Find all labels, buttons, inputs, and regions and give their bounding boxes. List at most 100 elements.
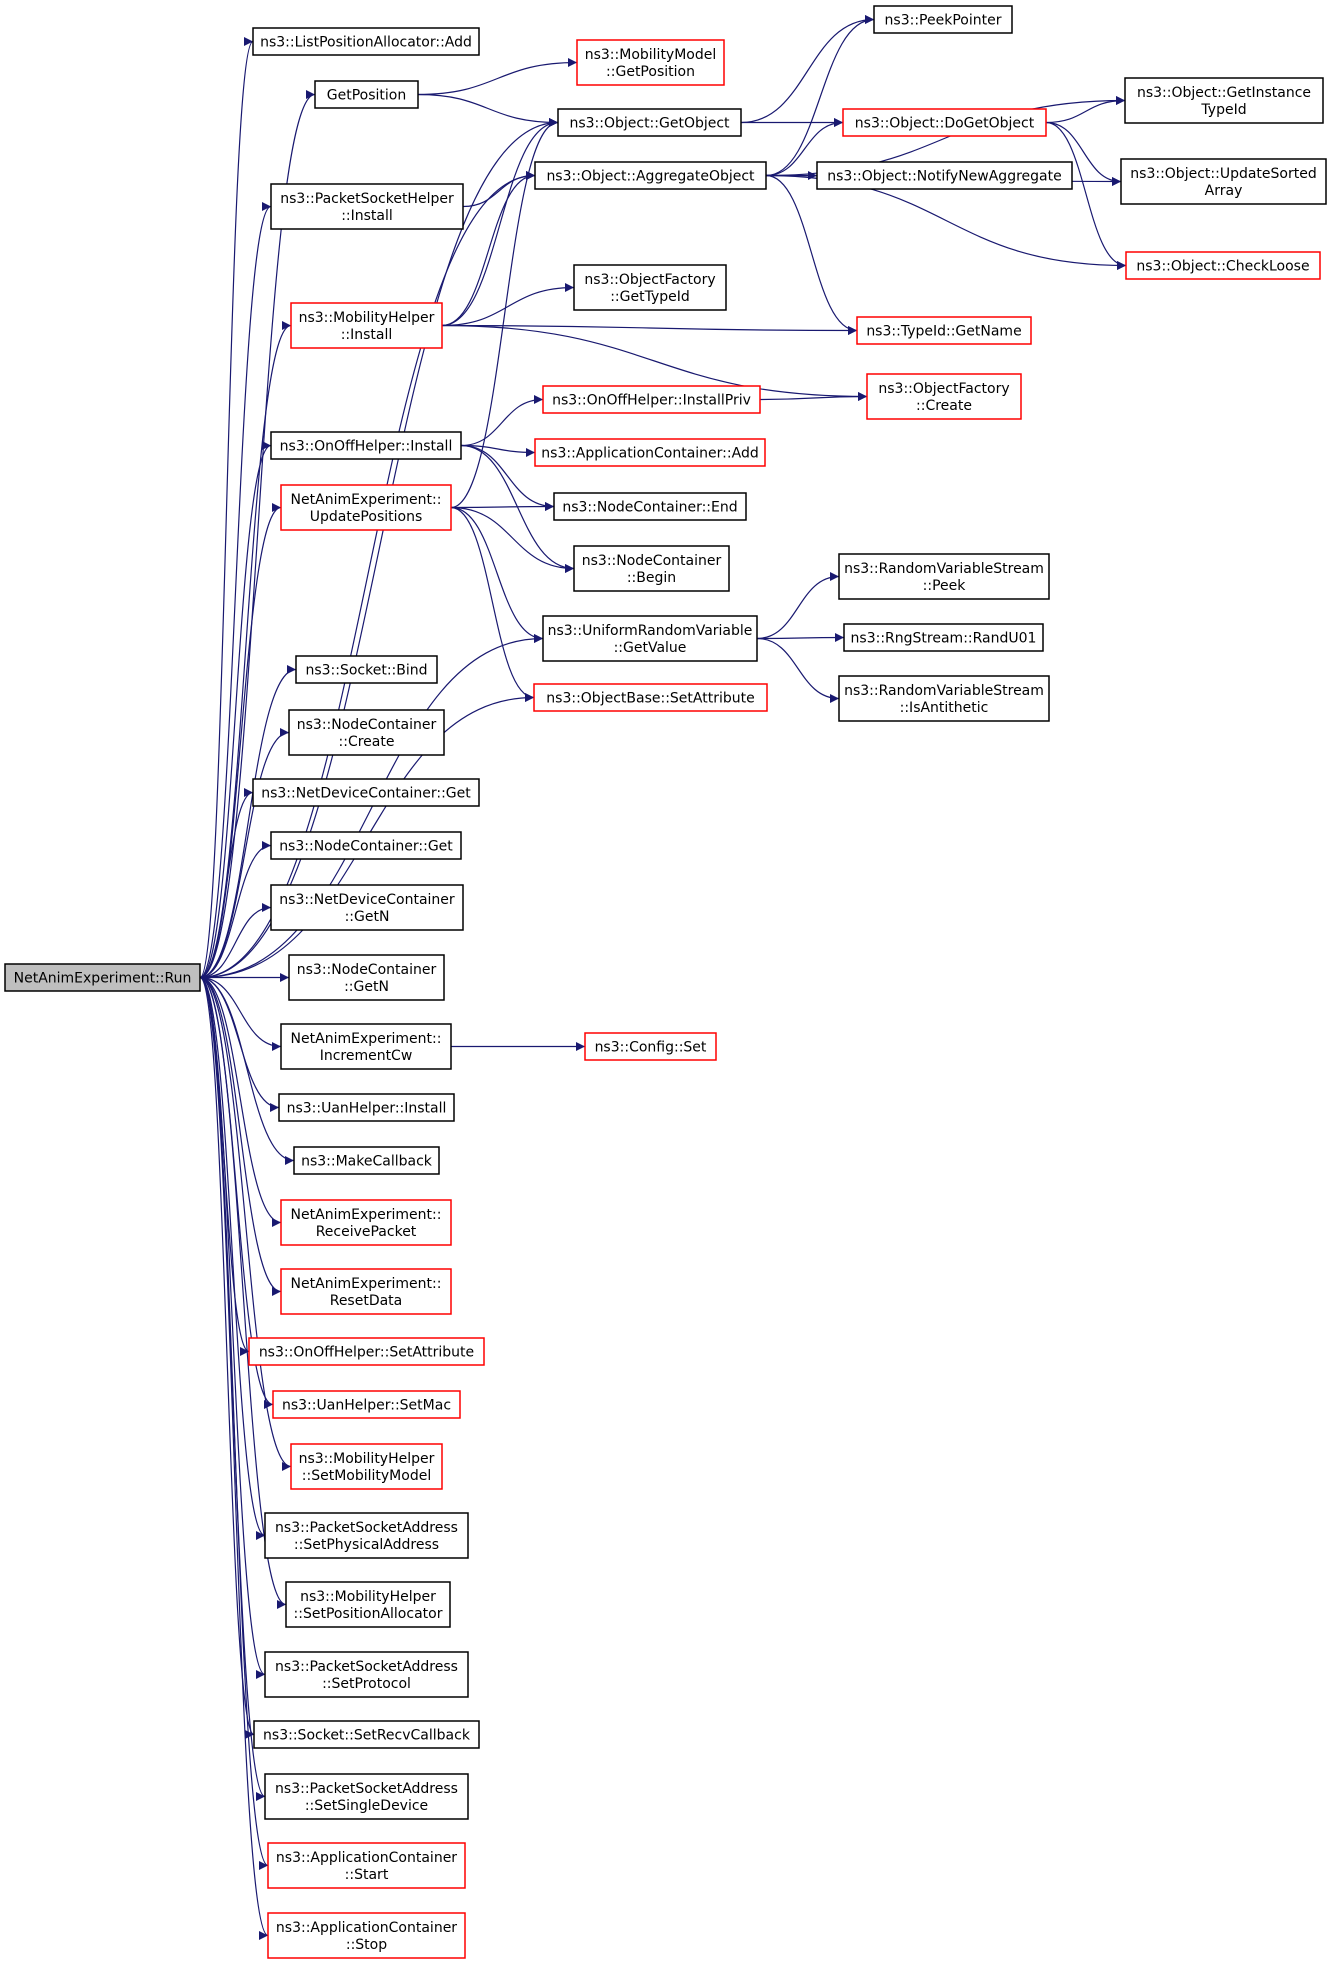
node-appcont_stop[interactable]: ns3::ApplicationContainer::Stop bbox=[267, 1912, 466, 1959]
node-mh_setmobmodel[interactable]: ns3::MobilityHelper::SetMobilityModel bbox=[290, 1443, 443, 1490]
node-getpos[interactable]: GetPosition bbox=[314, 80, 419, 109]
node-label: ns3::ObjectBase::SetAttribute bbox=[546, 691, 754, 707]
node-nae_inccw[interactable]: NetAnimExperiment::IncrementCw bbox=[280, 1023, 452, 1070]
node-box bbox=[542, 385, 761, 414]
node-label: ::SetProtocol bbox=[322, 1676, 411, 1692]
node-label: ns3::NetDeviceContainer bbox=[279, 892, 455, 908]
node-label: ns3::Object::GetInstance bbox=[1137, 85, 1311, 101]
call-edge-root-to-psa_setphys bbox=[199, 976, 266, 1540]
node-socket_setrecv[interactable]: ns3::Socket::SetRecvCallback bbox=[253, 1720, 480, 1749]
node-box bbox=[288, 709, 445, 756]
node-peekpointer[interactable]: ns3::PeekPointer bbox=[873, 5, 1013, 34]
node-root: NetAnimExperiment::Run bbox=[4, 963, 201, 992]
node-checkloose[interactable]: ns3::Object::CheckLoose bbox=[1125, 251, 1321, 280]
call-edge-dogetobject-to-getinstancetypeid bbox=[1045, 96, 1126, 124]
node-appcont_start[interactable]: ns3::ApplicationContainer::Start bbox=[267, 1842, 466, 1889]
node-mm_getpos[interactable]: ns3::MobilityModel::GetPosition bbox=[576, 39, 725, 86]
node-label: ::SetSingleDevice bbox=[305, 1798, 428, 1814]
node-rvs_peek[interactable]: ns3::RandomVariableStream::Peek bbox=[838, 553, 1050, 600]
node-uan_install[interactable]: ns3::UanHelper::Install bbox=[278, 1093, 455, 1122]
node-of_create[interactable]: ns3::ObjectFactory::Create bbox=[866, 373, 1022, 420]
node-appcont_add[interactable]: ns3::ApplicationContainer::Add bbox=[534, 438, 766, 467]
call-edge-dogetobject-to-checkloose bbox=[1045, 121, 1127, 270]
node-rng_randu01[interactable]: ns3::RngStream::RandU01 bbox=[843, 623, 1044, 652]
node-label: ns3::MobilityHelper bbox=[299, 310, 435, 326]
node-label: NetAnimExperiment:: bbox=[291, 492, 442, 508]
node-nc_end[interactable]: ns3::NodeContainer::End bbox=[553, 492, 747, 521]
node-label: ns3::Object::UpdateSorted bbox=[1130, 166, 1316, 182]
node-label: ::Create bbox=[916, 398, 972, 414]
node-config_set[interactable]: ns3::Config::Set bbox=[584, 1032, 717, 1061]
node-nae_recvpkt[interactable]: NetAnimExperiment::ReceivePacket bbox=[280, 1199, 452, 1246]
node-box bbox=[542, 615, 758, 662]
node-box bbox=[873, 5, 1013, 34]
node-dogetobject[interactable]: ns3::Object::DoGetObject bbox=[842, 108, 1047, 137]
call-edge-root-to-lpa_add bbox=[199, 37, 254, 979]
node-ndc_get[interactable]: ns3::NetDeviceContainer::Get bbox=[252, 778, 480, 807]
node-notifynew[interactable]: ns3::Object::NotifyNewAggregate bbox=[816, 161, 1073, 190]
node-onoff_installpriv[interactable]: ns3::OnOffHelper::InstallPriv bbox=[542, 385, 761, 414]
node-label: NetAnimExperiment::Run bbox=[14, 971, 192, 987]
node-makecallback[interactable]: ns3::MakeCallback bbox=[293, 1146, 440, 1175]
node-nc_create[interactable]: ns3::NodeContainer::Create bbox=[288, 709, 445, 756]
call-edge-aggregate-to-typeid_getname bbox=[765, 174, 858, 335]
node-aggregate[interactable]: ns3::Object::AggregateObject bbox=[534, 161, 767, 190]
node-nc_getn[interactable]: ns3::NodeContainer::GetN bbox=[288, 954, 445, 1001]
node-typeid_getname[interactable]: ns3::TypeId::GetName bbox=[856, 316, 1032, 345]
node-obj_getobject[interactable]: ns3::Object::GetObject bbox=[557, 108, 742, 137]
node-psa_setsingle[interactable]: ns3::PacketSocketAddress::SetSingleDevic… bbox=[264, 1773, 469, 1820]
node-box bbox=[842, 108, 1047, 137]
node-box bbox=[533, 683, 768, 712]
node-lpa_add[interactable]: ns3::ListPositionAllocator::Add bbox=[252, 27, 480, 56]
node-nae_resetdata[interactable]: NetAnimExperiment::ResetData bbox=[280, 1268, 452, 1315]
node-box bbox=[285, 1581, 451, 1628]
node-box bbox=[280, 1199, 452, 1246]
call-edge-onoff_installpriv-to-of_create bbox=[759, 392, 868, 402]
node-label: TypeId bbox=[1200, 102, 1246, 118]
node-box bbox=[293, 1146, 440, 1175]
node-box bbox=[264, 1512, 469, 1559]
node-label: ::SetPositionAllocator bbox=[294, 1606, 443, 1622]
node-objbase_setattr[interactable]: ns3::ObjectBase::SetAttribute bbox=[533, 683, 768, 712]
call-edge-root-to-mh_setposalloc bbox=[199, 976, 287, 1609]
node-label: ns3::Config::Set bbox=[595, 1040, 707, 1056]
node-box bbox=[838, 675, 1050, 722]
node-mh_setposalloc[interactable]: ns3::MobilityHelper::SetPositionAllocato… bbox=[285, 1581, 451, 1628]
node-of_gettypeid[interactable]: ns3::ObjectFactory::GetTypeId bbox=[573, 264, 727, 311]
node-box bbox=[314, 80, 419, 109]
node-box bbox=[280, 1268, 452, 1315]
node-nc_begin[interactable]: ns3::NodeContainer::Begin bbox=[573, 545, 730, 592]
node-label: ns3::PacketSocketAddress bbox=[275, 1781, 458, 1797]
call-edge-mh_install-to-of_gettypeid bbox=[441, 283, 575, 327]
node-psa_setproto[interactable]: ns3::PacketSocketAddress::SetProtocol bbox=[264, 1651, 469, 1698]
node-urv_getvalue[interactable]: ns3::UniformRandomVariable::GetValue bbox=[542, 615, 758, 662]
node-label: ns3::UanHelper::SetMac bbox=[282, 1398, 451, 1414]
node-uan_setmac[interactable]: ns3::UanHelper::SetMac bbox=[272, 1390, 461, 1419]
node-box bbox=[553, 492, 747, 521]
node-psa_setphys[interactable]: ns3::PacketSocketAddress::SetPhysicalAdd… bbox=[264, 1512, 469, 1559]
node-box bbox=[4, 963, 201, 992]
call-edge-root-to-nc_create bbox=[199, 728, 290, 979]
node-ndc_getn[interactable]: ns3::NetDeviceContainer::GetN bbox=[270, 884, 464, 931]
node-nae_updatepos[interactable]: NetAnimExperiment::UpdatePositions bbox=[280, 484, 452, 531]
node-label: ::GetValue bbox=[614, 640, 687, 656]
call-edge-root-to-nae_recvpkt bbox=[199, 976, 282, 1227]
node-label: ns3::Object::NotifyNewAggregate bbox=[827, 169, 1061, 185]
node-label: UpdatePositions bbox=[310, 509, 423, 525]
node-socket_bind[interactable]: ns3::Socket::Bind bbox=[295, 655, 438, 684]
node-label: NetAnimExperiment:: bbox=[291, 1031, 442, 1047]
node-label: ReceivePacket bbox=[316, 1224, 417, 1240]
node-nc_get[interactable]: ns3::NodeContainer::Get bbox=[270, 831, 462, 860]
node-label: ::IsAntithetic bbox=[900, 700, 989, 716]
node-psh_install[interactable]: ns3::PacketSocketHelper::Install bbox=[270, 183, 464, 230]
call-edge-root-to-socket_bind bbox=[199, 665, 297, 979]
node-onoff_setattr[interactable]: ns3::OnOffHelper::SetAttribute bbox=[248, 1337, 485, 1366]
node-mh_install[interactable]: ns3::MobilityHelper::Install bbox=[290, 302, 443, 349]
call-edge-root-to-ndc_get bbox=[199, 788, 254, 979]
node-rvs_isanti[interactable]: ns3::RandomVariableStream::IsAntithetic bbox=[838, 675, 1050, 722]
node-box bbox=[264, 1651, 469, 1698]
node-label: ns3::RngStream::RandU01 bbox=[851, 631, 1037, 647]
node-onoff_install[interactable]: ns3::OnOffHelper::Install bbox=[270, 431, 462, 460]
